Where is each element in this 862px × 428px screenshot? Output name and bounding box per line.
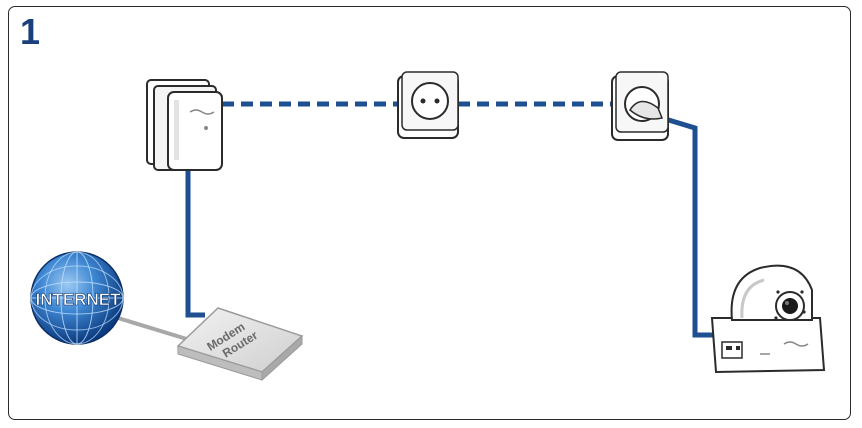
- internet-globe-icon: [30, 251, 124, 345]
- modem-router-icon: [176, 307, 304, 382]
- internet-label: INTERNET: [36, 290, 122, 309]
- socket-camera-cable: [661, 115, 720, 338]
- adapter-router-cable: [185, 170, 205, 318]
- step-number: 1: [20, 11, 41, 52]
- ip-camera-icon: [710, 264, 826, 374]
- internet-router-cable: [117, 316, 191, 342]
- powerline-adapter-icon: [146, 79, 223, 171]
- plugged-socket-icon: [611, 71, 669, 141]
- wall-socket-icon: [397, 71, 459, 139]
